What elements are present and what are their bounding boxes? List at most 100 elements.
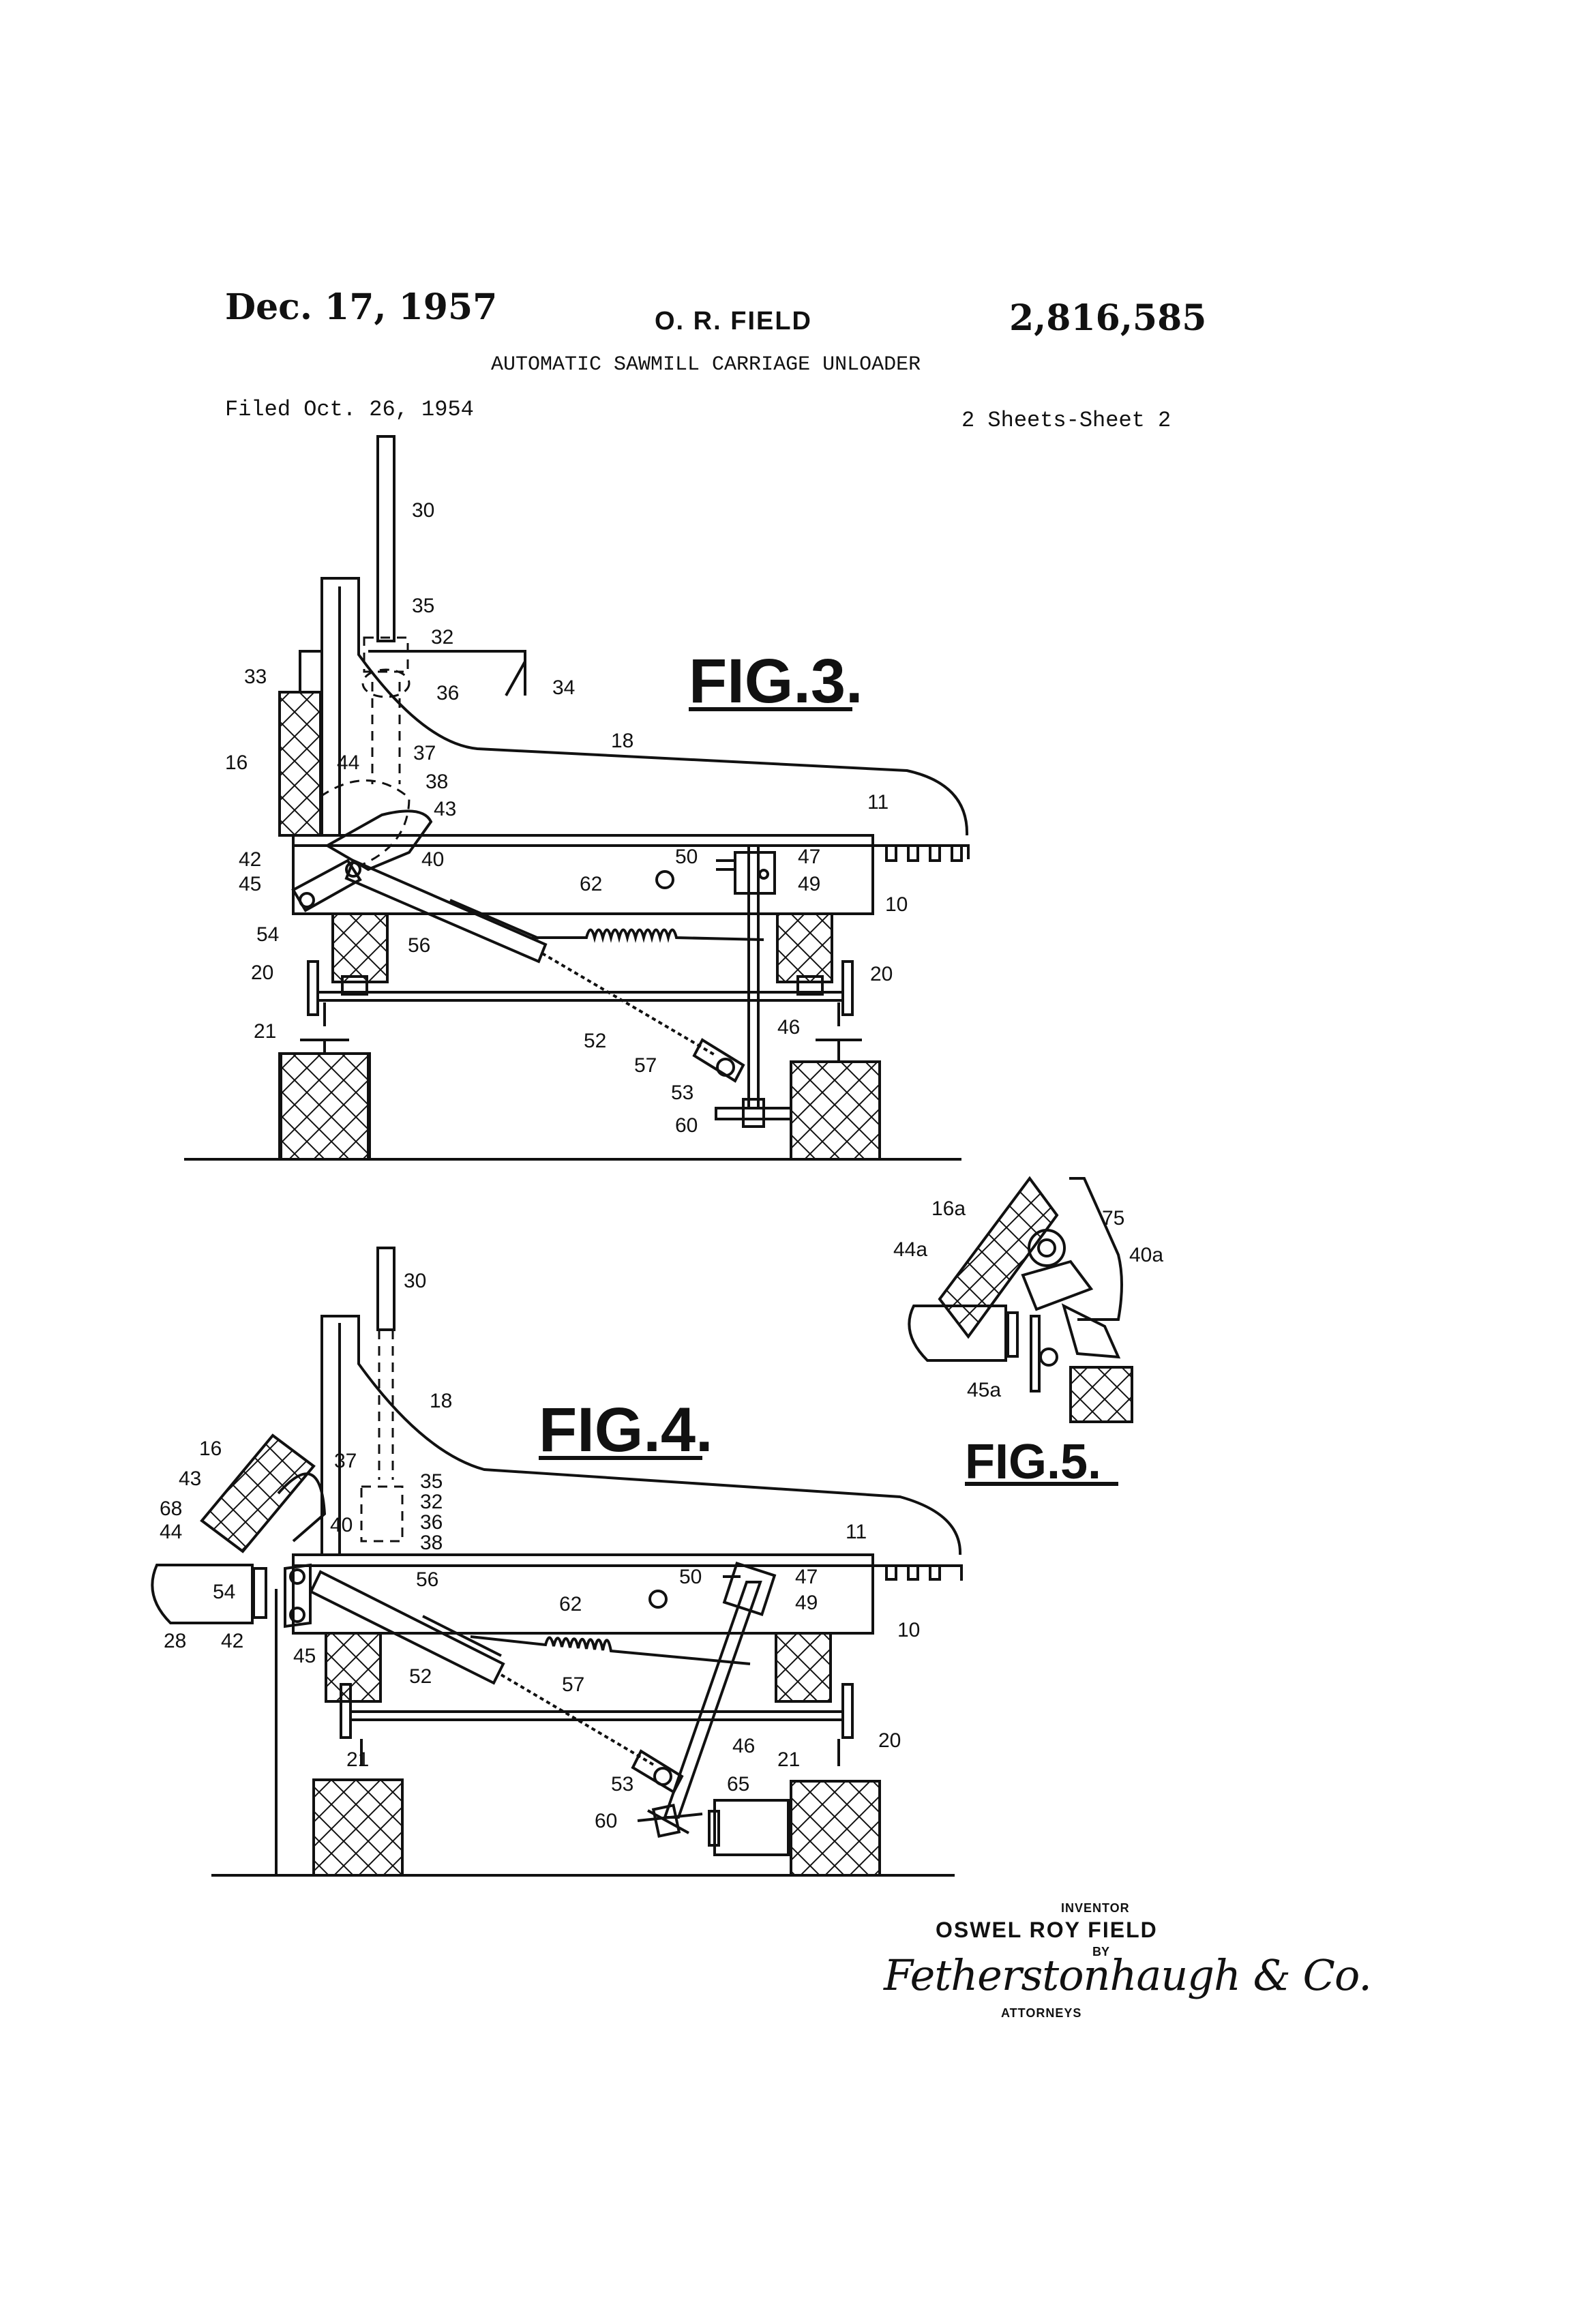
fig3-ref: 53 — [671, 1082, 693, 1104]
fig4-ref: 42 — [221, 1630, 243, 1652]
fig3-bolt — [716, 861, 735, 869]
fig5-ref: 45a — [967, 1379, 1001, 1401]
fig4-link — [285, 1565, 310, 1626]
fig3-dog — [327, 811, 431, 869]
fig4-cylinder-line — [423, 1616, 501, 1656]
fig5-ref: 40a — [1129, 1244, 1163, 1266]
fig3-pivot — [300, 893, 314, 907]
fig5-carriage-block — [1071, 1367, 1132, 1422]
fig3-ref: 46 — [777, 1016, 800, 1039]
fig4-carriage-block-right — [776, 1633, 831, 1701]
attorney-signature: Fetherstonhaugh & Co. — [884, 1950, 1371, 2000]
fig4-rod — [378, 1248, 394, 1330]
fig3-ref: 20 — [251, 962, 273, 984]
fig3-foot-nut — [743, 1099, 764, 1127]
fig3-rod — [378, 436, 394, 641]
fig5-cylinder-end — [1064, 1306, 1118, 1357]
fig3-ref: 16 — [225, 751, 248, 774]
fig3-ref: 56 — [408, 934, 430, 957]
fig4-ref: 57 — [562, 1673, 584, 1696]
fig4-ref: 18 — [430, 1390, 452, 1412]
fig3-foot-plate — [716, 1108, 791, 1119]
fig3-ref: 57 — [634, 1054, 657, 1077]
fig4-ref: 37 — [334, 1450, 357, 1472]
fig4-rails — [361, 1739, 839, 1766]
fig5-label: FIG.5. — [965, 1435, 1101, 1489]
fig5-pivot — [1041, 1349, 1057, 1365]
fig4-ref: 47 — [795, 1566, 818, 1588]
fig3-knee-teeth — [874, 846, 968, 861]
fig4-ref: 40 — [330, 1514, 353, 1536]
fig3-base-timber-left — [281, 1054, 370, 1159]
fig4-ref: 35 — [420, 1470, 443, 1493]
fig3-ref: 37 — [413, 742, 436, 764]
fig3-ref: 40 — [421, 848, 444, 871]
fig3-ref: 54 — [256, 923, 279, 946]
fig4-ref: 32 — [420, 1491, 443, 1513]
fig5-knee — [1069, 1178, 1122, 1320]
fig4-foot — [638, 1811, 702, 1833]
fig4-ref: 20 — [878, 1729, 901, 1752]
fig3-ref: 34 — [552, 676, 575, 699]
fig3-vertical-lever — [749, 846, 758, 1108]
fig3-carriage-block-right — [777, 914, 832, 982]
fig4-wheel-bracket-right — [843, 1684, 852, 1738]
fig4-ref: 28 — [164, 1630, 186, 1652]
fig4-ref: 65 — [727, 1773, 749, 1796]
fig3-ref: 38 — [426, 771, 448, 793]
fig4-ref: 30 — [404, 1270, 426, 1292]
fig3-ref: 52 — [584, 1030, 606, 1052]
fig4-drawing — [152, 1248, 961, 1875]
fig4-base-timber-right — [791, 1781, 880, 1875]
fig3-base-timber-right — [791, 1062, 880, 1159]
fig4-spring — [471, 1637, 750, 1664]
fig3-spring — [532, 930, 764, 940]
fig3-ref: 43 — [434, 798, 456, 820]
fig5-board-plate — [1008, 1313, 1017, 1356]
fig3-axle — [318, 992, 843, 1000]
fig5-ref: 44a — [893, 1238, 927, 1261]
fig4-carriage-block-left — [326, 1633, 380, 1701]
fig3-sleeve-dashed — [364, 638, 408, 672]
fig5-roller-hub — [1039, 1240, 1055, 1256]
fig3-rod-end — [694, 1040, 743, 1081]
fig4-ref: 49 — [795, 1592, 818, 1614]
fig5-dog — [1023, 1262, 1091, 1309]
fig3-ref: 11 — [867, 791, 889, 814]
fig3-ref: 42 — [239, 848, 261, 871]
fig4-ref: 53 — [611, 1773, 633, 1796]
fig4-ref: 50 — [679, 1566, 702, 1588]
fig5-ref: 75 — [1102, 1207, 1124, 1230]
fig4-ref: 60 — [595, 1810, 617, 1832]
fig3-ref: 36 — [436, 682, 459, 704]
fig4-ref: 46 — [732, 1735, 755, 1757]
fig3-ref: 10 — [885, 893, 908, 916]
fig4-ref: 43 — [179, 1468, 201, 1490]
fig4-stop-block — [715, 1800, 788, 1855]
attorneys-caption: ATTORNEYS — [1001, 2006, 1081, 2021]
fig4-ref: 11 — [846, 1521, 867, 1543]
fig3-wheel-bracket-right — [843, 962, 852, 1015]
fig3-ref: 33 — [244, 666, 267, 688]
fig3-top-bracket — [300, 651, 525, 696]
fig3-ref: 18 — [611, 730, 633, 752]
fig3-ref: 44 — [337, 751, 359, 774]
fig3-ref: 20 — [870, 963, 893, 985]
fig3-collar-dashed — [363, 670, 409, 697]
fig3-bolt-head — [657, 872, 673, 888]
fig4-bolt-head — [650, 1591, 666, 1607]
fig4-ref: 16 — [199, 1437, 222, 1460]
fig4-ref: 56 — [416, 1568, 438, 1591]
fig4-knee-teeth — [874, 1566, 961, 1581]
inventor-caption: INVENTOR — [1061, 1901, 1130, 1916]
fig4-board-plate — [254, 1568, 266, 1618]
fig4-ref: 52 — [409, 1665, 432, 1688]
fig4-label: FIG.4. — [539, 1395, 713, 1465]
fig4-axle — [350, 1712, 843, 1720]
fig4-lever-block — [724, 1564, 775, 1615]
fig4-reference-numerals: 30 18 16 43 37 35 68 32 44 40 36 38 11 5… — [160, 1270, 920, 1832]
fig3-log — [280, 692, 320, 835]
fig3-ref: 32 — [431, 626, 453, 649]
fig3-lever-pin — [760, 870, 768, 878]
